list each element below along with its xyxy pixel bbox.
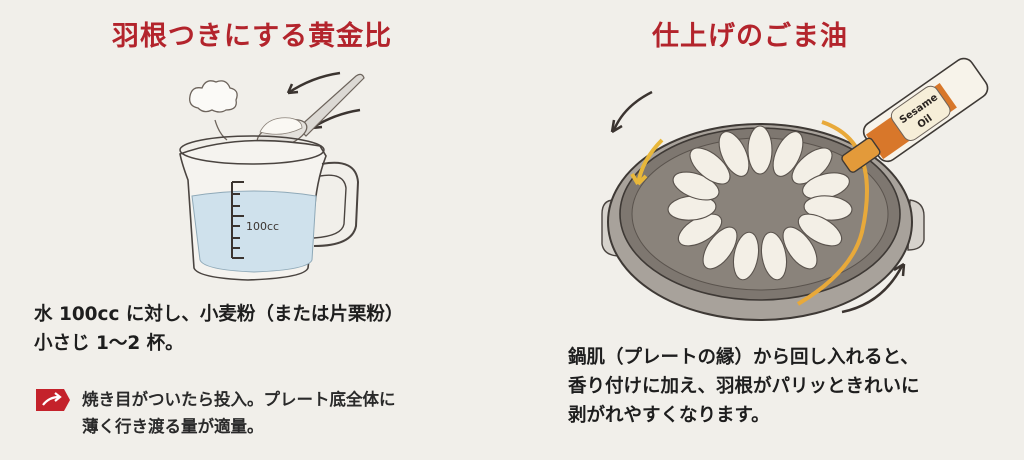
flour-puff-icon	[189, 80, 238, 141]
body-line-2: 小さじ 1〜2 杯。	[34, 333, 184, 354]
arrow-right-icon	[36, 389, 70, 411]
timing-note: 焼き目がついたら投入。プレート底全体に 薄く行き渡る量が適量。	[36, 386, 506, 440]
gyoza-pan-icon: Sesame Oil	[601, 57, 989, 321]
body-line-1: 水 100cc に対し、小麦粉（または片栗粉）	[34, 304, 404, 325]
section-title-golden-ratio: 羽根つきにする黄金比	[111, 21, 393, 52]
note-line-2: 薄く行き渡る量が適量。	[82, 417, 264, 436]
sesame-oil-description: 鍋肌（プレートの縁）から回し入れると、 香り付けに加え、羽根がパリッときれいに …	[568, 343, 1024, 430]
body-line-3: 剥がれやすくなります。	[568, 405, 770, 426]
body-line-1: 鍋肌（プレートの縁）から回し入れると、	[568, 347, 919, 368]
sesame-oil-bottle-icon: Sesame Oil	[841, 57, 989, 173]
measuring-cup-icon: 100cc	[179, 71, 365, 281]
gyoza-ring	[667, 125, 853, 281]
panel-sesame-oil: 仕上げのごま油	[512, 0, 1024, 460]
measuring-cup-illustration: 100cc	[160, 58, 390, 283]
section-title-sesame-oil: 仕上げのごま油	[652, 21, 848, 52]
cup-volume-label: 100cc	[246, 220, 279, 233]
note-text: 焼き目がついたら投入。プレート底全体に 薄く行き渡る量が適量。	[82, 386, 396, 440]
panel-golden-ratio: 羽根つきにする黄金比	[34, 21, 506, 440]
golden-ratio-description: 水 100cc に対し、小麦粉（または片栗粉） 小さじ 1〜2 杯。	[34, 300, 504, 358]
body-line-2: 香り付けに加え、羽根がパリッときれいに	[568, 376, 920, 397]
gyoza-pan-illustration: Sesame Oil	[592, 50, 1012, 340]
note-line-1: 焼き目がついたら投入。プレート底全体に	[82, 390, 396, 409]
